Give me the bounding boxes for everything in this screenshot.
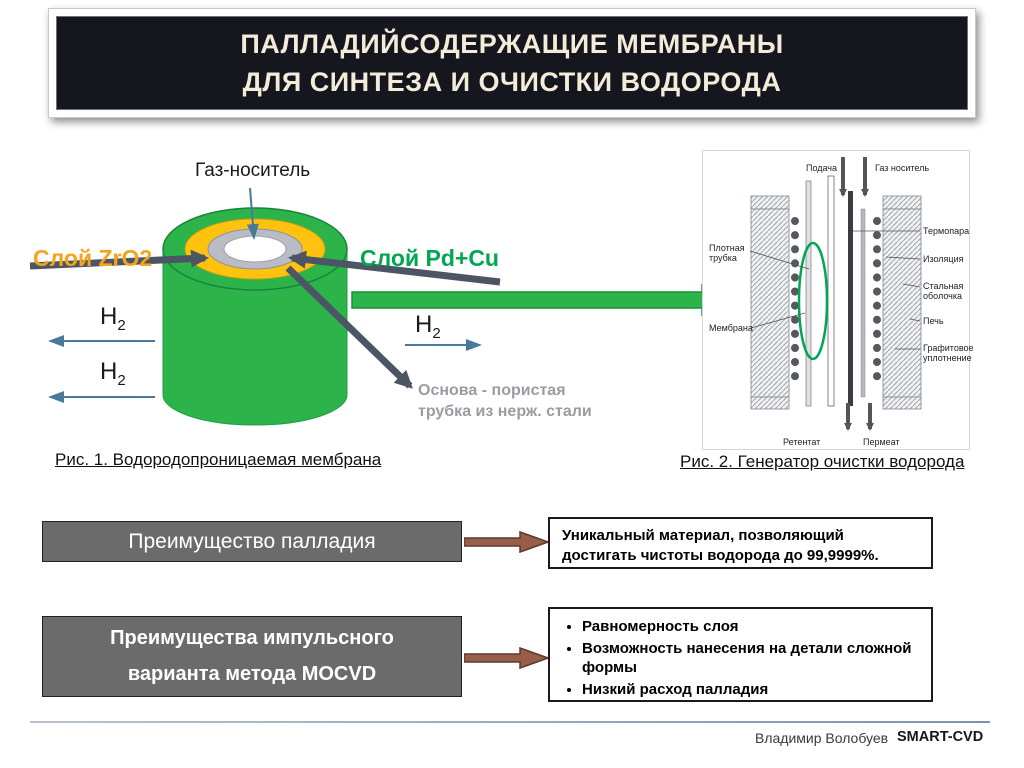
advantage-heading-text: Преимущество палладия xyxy=(128,529,376,553)
fig2-label-insulation: Изоляция xyxy=(923,254,964,264)
fig2-caption: Рис. 2. Генератор очистки водорода xyxy=(680,452,965,471)
inner-tubes xyxy=(805,175,866,407)
membrane-ellipse xyxy=(797,241,829,361)
flow-arrow-green xyxy=(351,284,758,316)
h2-label-right: H2 xyxy=(415,311,441,342)
advantage-heading-box-palladium: Преимущество палладия xyxy=(42,521,462,562)
advantage-heading-text-line-2: варианта метода MOCVD xyxy=(127,663,377,685)
gas-carrier-label: Газ-носитель xyxy=(195,160,311,181)
bullet-item: Низкий расход палладия xyxy=(582,680,923,700)
advantage-heading-box-mocvd: Преимущества импульсного варианта метода… xyxy=(42,616,462,697)
fig2-label-retentate: Ретентат xyxy=(783,437,821,447)
ring-core-white xyxy=(223,235,287,263)
fig1-caption: Рис. 1. Водородопроницаемая мембрана xyxy=(55,450,382,469)
leader-lines xyxy=(749,230,921,350)
page-title-line-1: ПАЛЛАДИЙСОДЕРЖАЩИЕ МЕМБРАНЫ xyxy=(240,28,784,59)
zro2-pointer-arrow xyxy=(29,249,209,270)
fig2-label-membrane: Мембрана xyxy=(709,323,753,333)
zro2-layer-label: Слой ZrO2 xyxy=(33,245,153,271)
inner-shell xyxy=(860,208,866,398)
thermocouple-rod xyxy=(848,191,853,406)
fig2-label-furnace: Печь xyxy=(923,316,944,326)
advantage-arrow-1 xyxy=(464,530,549,554)
footer-divider xyxy=(30,721,990,723)
h2-label-left-2: H2 xyxy=(100,358,126,389)
fig2-label-supply: Подача xyxy=(805,163,837,173)
pdcu-layer-label: Слой Pd+Cu xyxy=(360,245,499,271)
fig2-generator-diagram xyxy=(749,157,922,431)
fig1-membrane-diagram xyxy=(29,187,501,426)
carrier-tube xyxy=(827,175,835,407)
title-box: ПАЛЛАДИЙСОДЕРЖАЩИЕ МЕМБРАНЫ ДЛЯ СИНТЕЗА … xyxy=(56,16,968,110)
footer-brand: SMART-CVD xyxy=(897,729,984,745)
advantage-detail-box-palladium: Уникальный материал, позволяющий достига… xyxy=(548,517,933,569)
advantage-arrow-2 xyxy=(464,646,549,670)
fig2-label-permeate: Пермеат xyxy=(863,437,900,447)
bullet-item: Равномерность слоя xyxy=(582,617,923,637)
h2-label-left-1: H2 xyxy=(100,303,126,334)
fig2-generator-panel: Подача Газ носитель Термопара Изоляция С… xyxy=(702,150,974,450)
pdcu-pointer-arrow xyxy=(288,250,501,286)
mocvd-bullet-list: Равномерность слоя Возможность нанесения… xyxy=(562,617,923,699)
fig2-label-dense-tube: Плотная трубка xyxy=(709,243,745,264)
advantage-heading-text-line-1: Преимущества импульсного xyxy=(110,627,394,649)
footer-author: Владимир Волобуев xyxy=(755,730,889,746)
bullet-item: Возможность нанесения на детали сложной … xyxy=(582,639,923,678)
fig2-label-graphite-seal: Графитовое уплотнение xyxy=(923,343,974,364)
fig2-label-carrier-gas: Газ носитель xyxy=(875,163,930,173)
membrane-cylinder xyxy=(162,207,348,426)
advantage-detail-box-mocvd: Равномерность слоя Возможность нанесения… xyxy=(548,607,933,702)
title-frame: ПАЛЛАДИЙСОДЕРЖАЩИЕ МЕМБРАНЫ ДЛЯ СИНТЕЗА … xyxy=(48,8,976,118)
page-title-line-2: ДЛЯ СИНТЕЗА И ОЧИСТКИ ВОДОРОДА xyxy=(242,66,782,97)
dense-tube xyxy=(805,180,812,407)
furnace-walls xyxy=(750,195,922,410)
base-tube-label: Основа - пористая трубка из нерж. стали xyxy=(418,382,592,420)
fig2-label-thermocouple: Термопара xyxy=(923,226,970,236)
base-pointer-arrow xyxy=(285,265,413,389)
fig2-label-steel-shell: Стальная оболочка xyxy=(923,281,964,302)
gas-carrier-arrow xyxy=(246,187,259,240)
